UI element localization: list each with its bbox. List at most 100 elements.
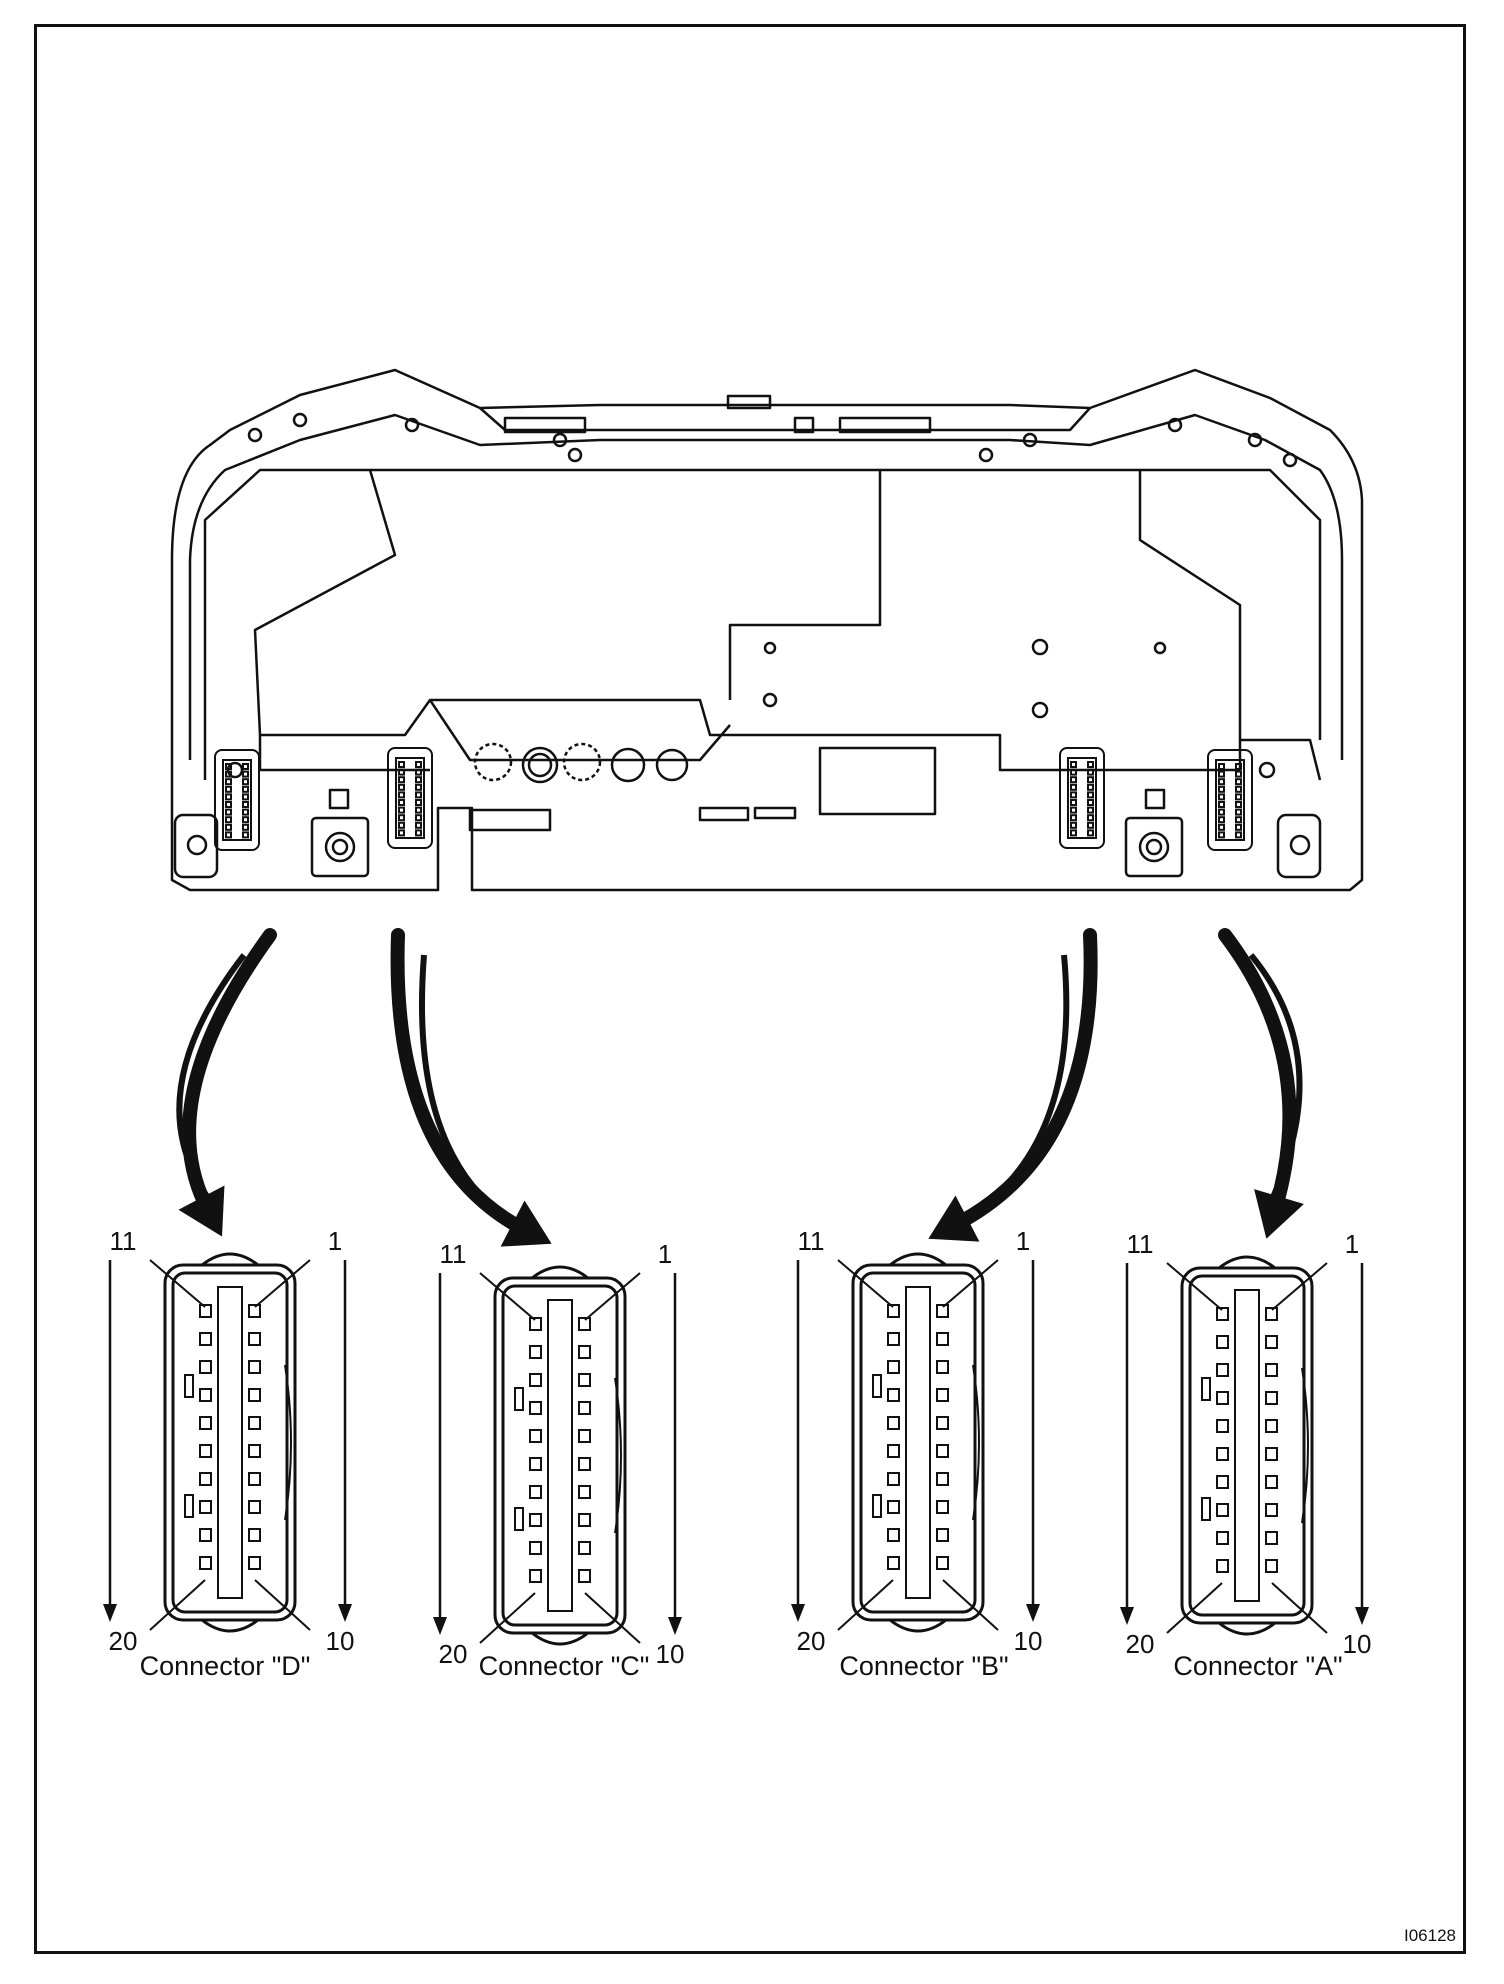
cluster-socket-cavity <box>1215 759 1245 841</box>
connector-pin <box>1216 1447 1229 1461</box>
connector-pin <box>1216 1363 1229 1377</box>
connector-side-lock <box>1301 1367 1309 1524</box>
cluster-socket-pin <box>225 778 232 786</box>
connector-center-rib <box>1234 1289 1260 1602</box>
connector-pin <box>887 1528 900 1542</box>
connector-pin <box>887 1332 900 1346</box>
connector-pin <box>887 1500 900 1514</box>
arrow-head <box>500 1200 552 1247</box>
cluster-socket-pin <box>242 778 249 786</box>
connector-pin <box>199 1304 212 1318</box>
leader-line <box>1166 1582 1223 1634</box>
cluster-socket-pin <box>1218 831 1225 839</box>
connector-pin <box>578 1373 591 1387</box>
cluster-socket-pin <box>1070 814 1077 822</box>
pin-label-top-right: 1 <box>1016 1226 1030 1256</box>
connector-pin <box>578 1429 591 1443</box>
connector-callout-arrows <box>176 928 1304 1247</box>
cluster-socket-pin <box>1235 763 1242 770</box>
cluster-socket-pin <box>1070 821 1077 829</box>
connector-outer-shell <box>163 1263 297 1622</box>
arrow-to-connector-b <box>928 928 1098 1242</box>
cluster-socket-pin <box>398 776 405 784</box>
cluster-socket-pin <box>242 823 249 831</box>
connector-pin <box>199 1388 212 1402</box>
connector-key <box>184 1494 194 1518</box>
cluster-connector-sockets <box>214 747 1253 851</box>
cluster-socket-pin <box>1087 821 1094 829</box>
cluster-socket-2 <box>387 747 433 849</box>
cluster-socket-pin <box>1218 808 1225 816</box>
connector-d-caption: Connector "D" <box>139 1651 311 1681</box>
connector-pin <box>936 1416 949 1430</box>
connector-pin <box>578 1485 591 1499</box>
pin-label-top-left: 11 <box>440 1239 467 1269</box>
connector-pin <box>248 1444 261 1458</box>
pin-label-bottom-right: 10 <box>1343 1629 1372 1659</box>
cluster-socket-pin <box>398 791 405 799</box>
leader-line <box>942 1259 999 1308</box>
connector-a-face <box>1180 1255 1314 1636</box>
connector-pin <box>248 1332 261 1346</box>
cluster-socket-pin <box>1087 829 1094 837</box>
connector-pin <box>887 1360 900 1374</box>
connector-pin <box>1265 1447 1278 1461</box>
cluster-socket-pin <box>1070 761 1077 768</box>
cluster-socket-pin <box>1218 785 1225 793</box>
cluster-socket-pin <box>1235 770 1242 778</box>
cluster-socket-pin <box>1070 806 1077 814</box>
connector-pin <box>248 1416 261 1430</box>
cluster-socket-pin <box>1087 791 1094 799</box>
cluster-socket-pin <box>242 808 249 816</box>
cluster-socket-pin <box>1235 801 1242 808</box>
cluster-socket-pin <box>415 829 422 837</box>
pin-label-top-right: 1 <box>658 1239 672 1269</box>
cluster-socket-pin <box>415 806 422 814</box>
leader-line <box>254 1579 311 1631</box>
cluster-socket-pin <box>225 823 232 831</box>
cluster-socket-pin <box>1070 791 1077 799</box>
pin-order-arrowhead <box>338 1604 352 1622</box>
connector-pin <box>529 1401 542 1415</box>
connector-key <box>514 1387 524 1411</box>
pin-order-arrowhead <box>1120 1607 1134 1625</box>
cluster-socket-body <box>1207 749 1253 851</box>
pin-label-bottom-right: 10 <box>326 1626 355 1656</box>
connector-pin <box>936 1500 949 1514</box>
connector-d-pin-labels <box>103 1259 352 1631</box>
connector-pin <box>529 1457 542 1471</box>
connector-b-caption: Connector "B" <box>839 1651 1009 1681</box>
connector-inner-shell <box>1188 1274 1306 1617</box>
connector-outer-shell <box>851 1263 985 1622</box>
connector-pin <box>248 1304 261 1318</box>
pin-label-bottom-left: 20 <box>439 1639 468 1669</box>
connector-pin <box>1265 1391 1278 1405</box>
arrow-shaft <box>390 928 532 1237</box>
connector-pin <box>1216 1475 1229 1489</box>
connector-pin <box>529 1345 542 1359</box>
cluster-socket-pin <box>1218 778 1225 786</box>
cluster-socket-pin <box>415 791 422 799</box>
connector-pin <box>936 1444 949 1458</box>
connector-key <box>1201 1497 1211 1521</box>
connector-latch-top <box>201 1252 259 1267</box>
arrow-shaft <box>1218 928 1297 1217</box>
connector-pin <box>936 1472 949 1486</box>
arrow-head <box>928 1195 980 1242</box>
cluster-socket-pin <box>225 785 232 793</box>
connector-side-lock <box>972 1364 980 1521</box>
cluster-socket-pin <box>1218 763 1225 770</box>
pin-label-bottom-left: 20 <box>1126 1629 1155 1659</box>
connector-latch-top <box>889 1252 947 1267</box>
cluster-socket-pin <box>1235 816 1242 824</box>
pin-label-top-left: 11 <box>1127 1229 1154 1259</box>
connector-pin <box>578 1401 591 1415</box>
cluster-socket-pin <box>1218 823 1225 831</box>
connector-pin <box>199 1416 212 1430</box>
cluster-socket-pin <box>415 768 422 776</box>
connector-pin <box>248 1472 261 1486</box>
connector-pin <box>1265 1475 1278 1489</box>
cluster-socket-pin <box>225 763 232 770</box>
connector-c-face <box>493 1265 627 1646</box>
connector-pin <box>936 1304 949 1318</box>
